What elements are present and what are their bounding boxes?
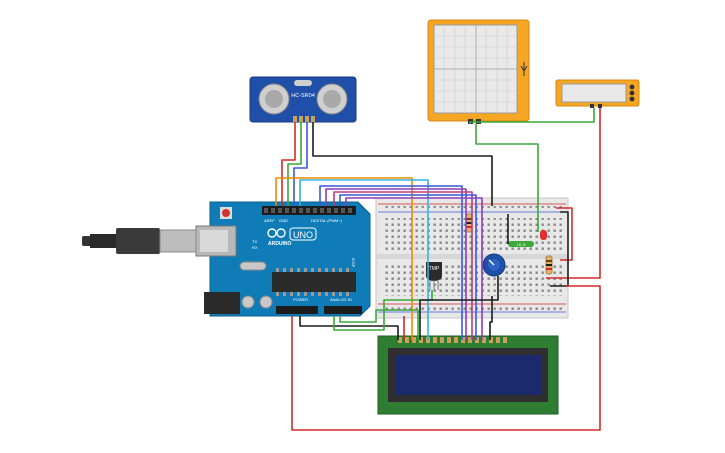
rx-label: RX [252,245,258,250]
resistor-right [545,255,553,275]
arduino-uno-board: DIGITAL (PWM~) AREF GND ICSP TX RX ARDUI… [195,201,371,317]
resistor-top [465,213,473,233]
sensor-label: HC-SR04 [291,93,315,99]
tmp-label: TMP [429,266,440,272]
model-label: UNO [293,230,313,240]
ultrasonic-sensor: HC-SR04 [249,76,357,123]
resistor-value-label: 1K Ω [517,242,526,247]
lcd-display [377,335,559,415]
wires [275,108,601,431]
tmp36-sensor: TMP [426,262,442,290]
aref-label: AREF [264,218,275,223]
arduino-logo [267,228,286,238]
icsp-label: ICSP [351,258,356,268]
tx-label: TX [252,239,257,244]
potentiometer [482,253,506,277]
led-resistor-label: 1K Ω [508,241,534,247]
oscilloscope [427,19,530,124]
digital-label: DIGITAL (PWM~) [311,218,343,223]
gnd-label: GND [279,218,288,223]
power-label: POWER [293,297,308,302]
analog-label: ANALOG IN [330,297,352,302]
led-red [540,230,547,240]
usb-cable [82,228,197,254]
brand-label: ARDUINO [268,241,291,247]
multimeter [555,79,640,108]
